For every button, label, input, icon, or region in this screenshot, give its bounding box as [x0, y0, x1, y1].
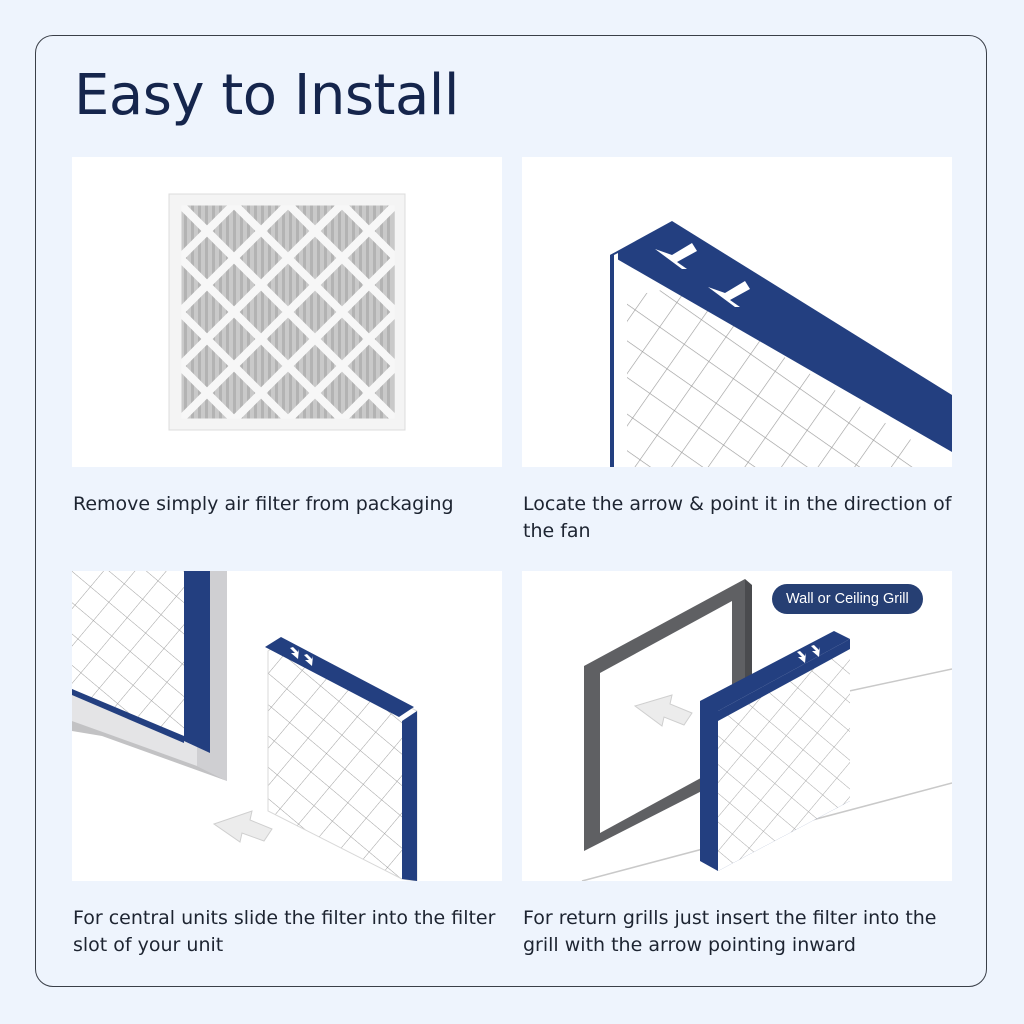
wall-or-ceiling-grill-badge: Wall or Ceiling Grill [772, 584, 923, 614]
hvac-unit-icon [72, 571, 418, 881]
step-1-image [72, 157, 502, 467]
step-4-image: Wall or Ceiling Grill [522, 571, 952, 881]
wall-grill-icon [581, 579, 952, 881]
airflow-arrow-icon [610, 221, 952, 467]
content-frame [35, 35, 987, 987]
step-1-caption: Remove simply air filter from packaging [73, 493, 454, 515]
pleated-filter-icon [168, 193, 406, 431]
step-2-caption: Locate the arrow & point it in the direc… [523, 493, 952, 542]
step-3-caption: For central units slide the filter into … [73, 907, 496, 956]
page-title: Easy to Install [74, 63, 459, 128]
step-3-image [72, 571, 502, 881]
step-2-image [522, 157, 952, 467]
step-4-caption: For return grills just insert the filter… [523, 907, 937, 956]
